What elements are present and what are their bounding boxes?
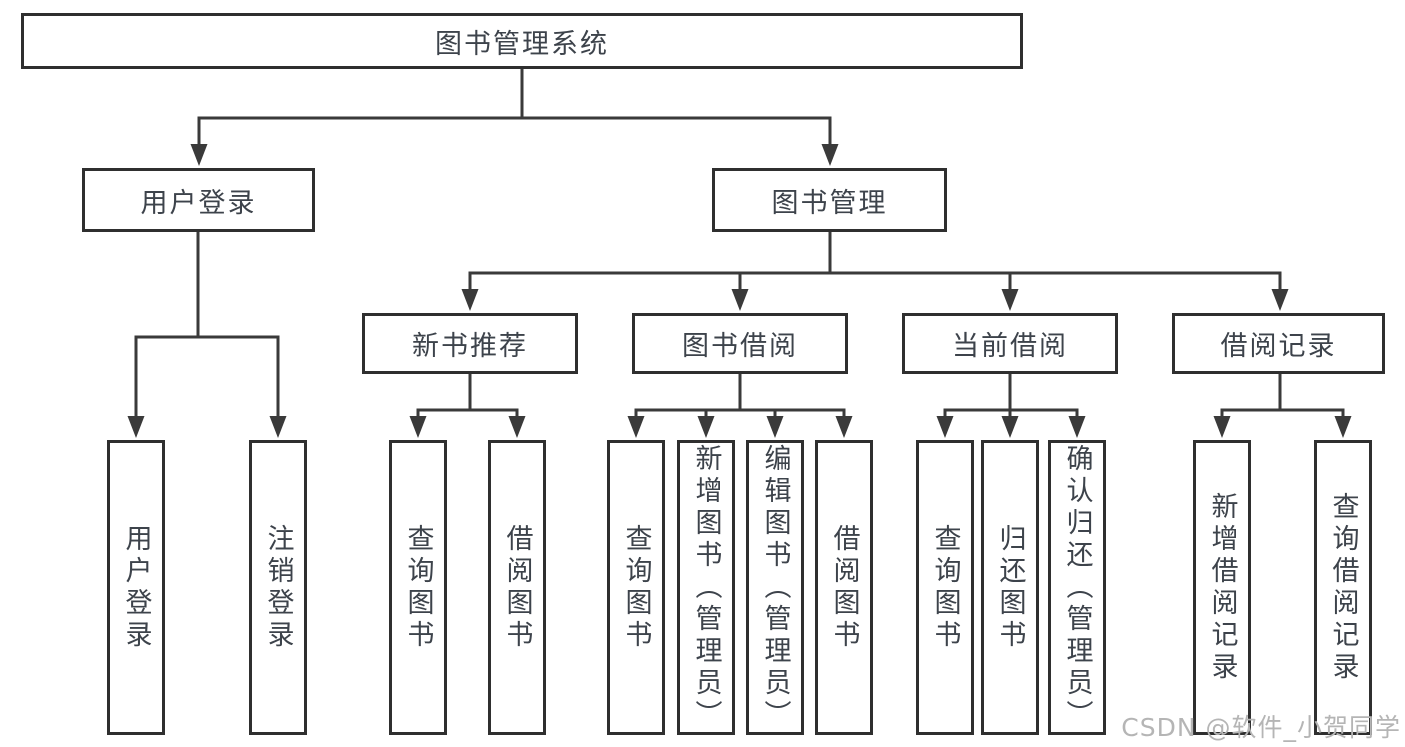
node-label: 查询图书 — [929, 523, 961, 652]
node-current-borrowing: 当前借阅 — [902, 313, 1118, 374]
node-leaf-edit-books-admin: 编辑图书（管理员） — [746, 440, 804, 735]
node-leaf-return-books: 归还图书 — [981, 440, 1039, 735]
node-leaf-logout: 注销登录 — [249, 440, 307, 735]
node-label: 确认归还（管理员） — [1061, 443, 1093, 732]
node-leaf-borrow-books-recommend: 借阅图书 — [488, 440, 546, 735]
node-leaf-user-login: 用户登录 — [107, 440, 165, 735]
node-label: 查询借阅记录 — [1327, 491, 1359, 684]
node-leaf-add-books-admin: 新增图书（管理员） — [677, 440, 735, 735]
node-label: 当前借阅 — [952, 331, 1068, 362]
node-leaf-confirm-return-admin: 确认归还（管理员） — [1048, 440, 1106, 735]
node-label: 注销登录 — [262, 523, 294, 652]
node-leaf-query-books-current: 查询图书 — [916, 440, 974, 735]
node-label: 编辑图书（管理员） — [759, 443, 791, 732]
node-label: 归还图书 — [994, 523, 1026, 652]
node-label: 图书管理系统 — [435, 28, 609, 60]
node-label: 借阅记录 — [1220, 331, 1337, 362]
arrowheads — [127, 144, 1352, 438]
node-label: 新增图书（管理员） — [690, 443, 722, 732]
node-new-book-recommend: 新书推荐 — [362, 313, 578, 374]
node-leaf-query-borrow-record: 查询借阅记录 — [1314, 440, 1372, 735]
node-user-login-module: 用户登录 — [82, 168, 315, 232]
node-label: 借阅图书 — [501, 523, 533, 652]
node-label: 用户登录 — [120, 523, 152, 652]
node-leaf-add-borrow-record: 新增借阅记录 — [1193, 440, 1251, 735]
node-label: 新书推荐 — [412, 331, 528, 362]
node-leaf-query-books-borrow: 查询图书 — [607, 440, 665, 735]
node-leaf-borrow-books: 借阅图书 — [815, 440, 873, 735]
node-label: 查询图书 — [620, 523, 652, 652]
node-library-management-system: 图书管理系统 — [21, 13, 1023, 69]
node-label: 用户登录 — [140, 187, 257, 219]
node-book-borrowing: 图书借阅 — [632, 313, 848, 374]
node-label: 新增借阅记录 — [1206, 491, 1238, 684]
node-borrowing-records: 借阅记录 — [1172, 313, 1385, 374]
node-label: 借阅图书 — [828, 523, 860, 652]
node-label: 查询图书 — [402, 523, 434, 652]
node-label: 图书管理 — [771, 187, 888, 219]
node-leaf-query-books-recommend: 查询图书 — [389, 440, 447, 735]
node-label: 图书借阅 — [682, 331, 798, 362]
csdn-watermark: CSDN @软件_小贺同学 — [1121, 713, 1401, 742]
node-book-management-module: 图书管理 — [712, 168, 947, 232]
